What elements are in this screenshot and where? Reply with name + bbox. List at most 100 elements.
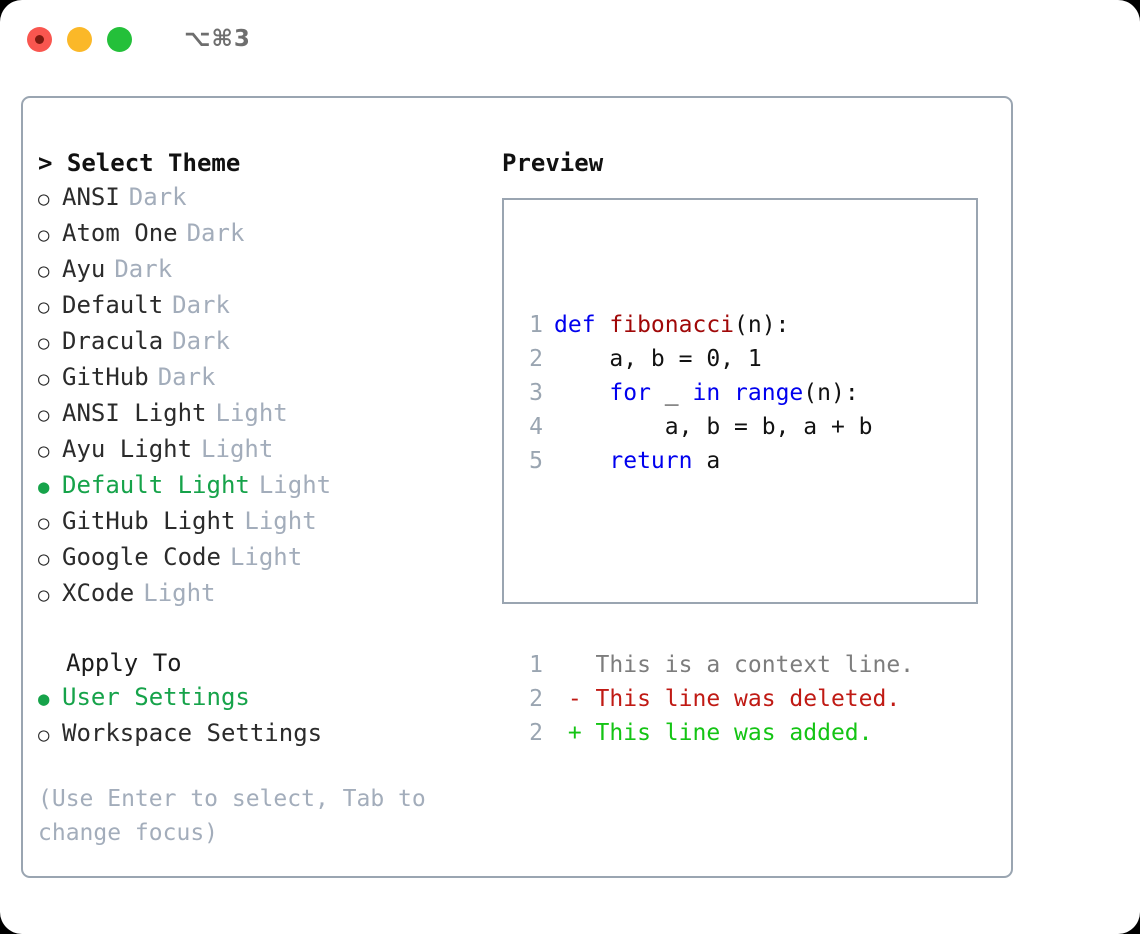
apply-to-option-label: User Settings	[62, 683, 250, 711]
radio-unselected-icon: ○	[38, 724, 50, 746]
code-token-kw: return	[609, 448, 693, 474]
theme-option-row[interactable]: ● Default Light Light	[38, 468, 488, 504]
theme-option-label: ANSI Light	[62, 399, 207, 427]
line-number: 2	[529, 686, 543, 712]
theme-option-row[interactable]: ○ Default Dark	[38, 288, 488, 324]
window-controls	[27, 26, 132, 52]
radio-unselected-icon: ○	[38, 296, 50, 318]
list-spacer	[38, 612, 488, 646]
radio-selected-icon: ●	[38, 476, 50, 498]
theme-option-row[interactable]: ○ ANSI Dark	[38, 180, 488, 216]
radio-unselected-icon: ○	[38, 224, 50, 246]
diff-line: 1 This is a context line.	[517, 648, 914, 682]
theme-variant-tag: Dark	[114, 255, 173, 283]
code-token-txt: _	[650, 380, 693, 406]
theme-option-row[interactable]: ○ Dracula Dark	[38, 324, 488, 360]
line-number: 2	[529, 346, 543, 372]
code-line: 5 return a	[517, 444, 914, 478]
code-token-txt: (n):	[734, 312, 790, 338]
line-number: 4	[529, 414, 543, 440]
apply-to-option-list: ●User Settings ○ Workspace Settings	[38, 680, 488, 752]
theme-variant-tag: Dark	[186, 219, 245, 247]
code-token-kw: range	[734, 380, 804, 406]
theme-option-label: XCode	[62, 579, 135, 607]
apply-to-option-label: Workspace Settings	[62, 719, 323, 747]
line-number: 1	[529, 312, 543, 338]
apply-to-option-row[interactable]: ○ Workspace Settings	[38, 716, 488, 752]
preview-heading: Preview	[502, 149, 604, 177]
theme-option-label: GitHub Light	[62, 507, 236, 535]
theme-option-label: ANSI	[62, 183, 120, 211]
theme-option-label: Default Light	[62, 471, 250, 499]
theme-option-row[interactable]: ○ Atom One Dark	[38, 216, 488, 252]
radio-unselected-icon: ○	[38, 332, 50, 354]
theme-variant-tag: Dark	[172, 327, 230, 355]
keyboard-shortcut-label: ⌥⌘3	[184, 26, 251, 52]
code-line: 2 a, b = 0, 1	[517, 342, 914, 376]
code-token-ctx: This is a context line.	[554, 652, 915, 678]
theme-variant-tag: Light	[244, 507, 317, 535]
theme-option-label: Ayu Light	[62, 435, 193, 463]
code-diff-separator	[517, 546, 914, 580]
maximize-button-icon[interactable]	[107, 26, 132, 52]
theme-option-label: Default	[62, 291, 164, 319]
code-token-add: + This line was added.	[554, 720, 873, 746]
keyboard-hint-text: (Use Enter to select, Tab to change focu…	[38, 786, 426, 846]
theme-variant-tag: Light	[229, 543, 303, 571]
theme-option-row[interactable]: ○ Ayu Dark	[38, 252, 488, 288]
code-token-fn: fibonacci	[609, 312, 735, 338]
theme-option-label: Google Code	[62, 543, 221, 571]
code-token-kw: def	[554, 312, 610, 338]
line-number: 5	[529, 448, 543, 474]
window-titlebar: ⌥⌘3	[0, 0, 1140, 78]
theme-variant-tag: Dark	[128, 183, 187, 211]
code-token-txt	[720, 376, 734, 410]
radio-unselected-icon: ○	[38, 188, 50, 210]
theme-option-label: Atom One	[62, 219, 178, 247]
apply-to-heading: Apply To	[66, 649, 182, 677]
line-number: 1	[529, 652, 543, 678]
theme-option-row[interactable]: ○ GitHub Light Light	[38, 504, 488, 540]
code-token-txt: a, b = 0, 1	[554, 346, 762, 372]
close-button-icon[interactable]	[27, 26, 52, 52]
code-token-txt	[554, 444, 609, 478]
code-token-kw: in	[692, 380, 721, 406]
code-token-txt	[554, 376, 609, 410]
select-theme-heading: > Select Theme	[38, 149, 241, 177]
diff-sample: 1 This is a context line.2 - This line w…	[517, 648, 914, 750]
apply-to-option-row[interactable]: ●User Settings	[38, 680, 488, 716]
theme-option-label: Dracula	[62, 327, 164, 355]
code-line: 1 def fibonacci(n):	[517, 308, 914, 342]
code-token-txt: a	[692, 448, 721, 474]
theme-variant-tag: Light	[201, 435, 274, 463]
code-token-txt: a, b = b, a + b	[554, 414, 873, 440]
radio-unselected-icon: ○	[38, 584, 50, 606]
radio-unselected-icon: ○	[38, 368, 50, 390]
diff-line: 2 - This line was deleted.	[517, 682, 914, 716]
code-token-kw: for	[609, 380, 651, 406]
theme-variant-tag: Dark	[157, 363, 216, 391]
radio-unselected-icon: ○	[38, 260, 50, 282]
radio-unselected-icon: ○	[38, 512, 50, 534]
theme-variant-tag: Dark	[172, 291, 230, 319]
diff-line: 2 + This line was added.	[517, 716, 914, 750]
radio-unselected-icon: ○	[38, 404, 50, 426]
theme-option-label: Ayu	[62, 255, 106, 283]
theme-variant-tag: Light	[258, 471, 332, 499]
code-token-del: - This line was deleted.	[554, 686, 901, 712]
minimize-button-icon[interactable]	[67, 26, 92, 52]
